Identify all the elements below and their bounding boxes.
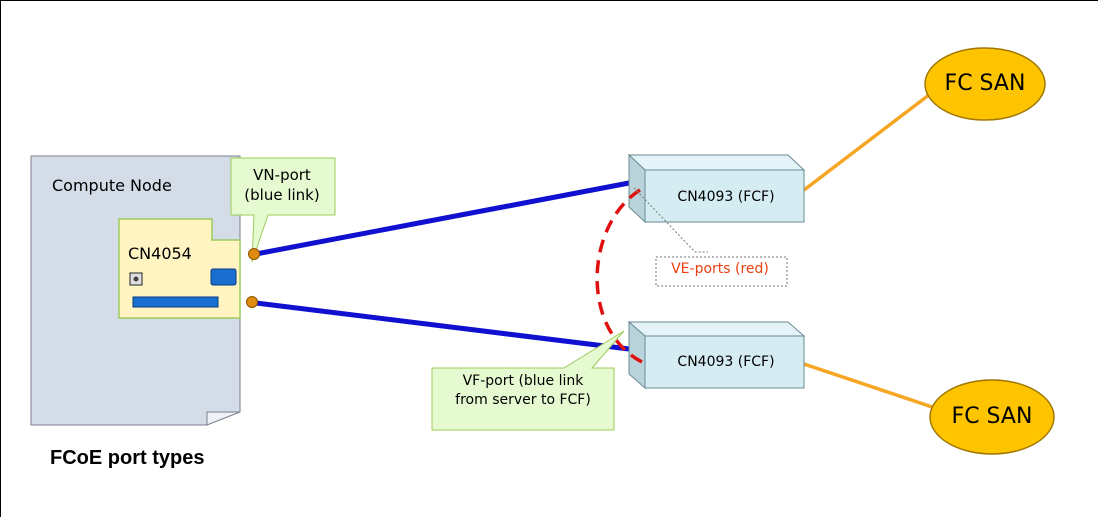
vf-port-callout (431, 330, 625, 431)
vn-port-callout-text: VN-port (blue link) (232, 165, 332, 205)
fc-san-top (924, 47, 1046, 121)
ve-port-callout-text: VE-ports (red) (671, 261, 769, 277)
switch-2-top (627, 321, 806, 337)
ve-callout-box (655, 256, 788, 287)
switch-2-front (644, 335, 805, 389)
vf-blue-link (253, 300, 632, 352)
cn4054-adapter-card (118, 218, 241, 319)
switch-1-front (644, 169, 805, 223)
ve-red-dashed-link (595, 188, 643, 364)
fc-san-bottom (929, 379, 1055, 455)
switch-2-label: CN4093 (FCF) (677, 354, 775, 370)
adapter-chip-dot (133, 276, 139, 282)
vf-port-callout-text: VF-port (blue link from server to FCF) (432, 372, 614, 410)
adapter-label: CN4054 (128, 244, 192, 263)
san-link-top (802, 83, 944, 192)
compute-node-label: Compute Node (52, 176, 172, 195)
vn-blue-link (253, 180, 632, 257)
ve-callout-pointer (633, 187, 708, 253)
vn-port-dot (248, 248, 260, 260)
adapter-connector-bar (132, 296, 219, 308)
vn-port-callout (230, 157, 336, 263)
vf-port-line-2: from server to FCF) (455, 392, 591, 408)
switch-1-top (627, 154, 806, 171)
compute-node-fold (206, 411, 241, 426)
switch-1-label: CN4093 (FCF) (677, 189, 775, 205)
vf-port-dot (246, 296, 258, 308)
fc-san-bottom-label: FC SAN (951, 404, 1033, 429)
san-link-bottom (803, 362, 951, 415)
vn-port-line-1: VN-port (253, 166, 311, 184)
adapter-port-icon (210, 268, 237, 286)
vn-port-line-2: (blue link) (244, 186, 320, 204)
vf-port-line-1: VF-port (blue link (462, 373, 584, 389)
fc-san-top-label: FC SAN (944, 71, 1026, 96)
diagram-caption: FCoE port types (50, 447, 205, 469)
